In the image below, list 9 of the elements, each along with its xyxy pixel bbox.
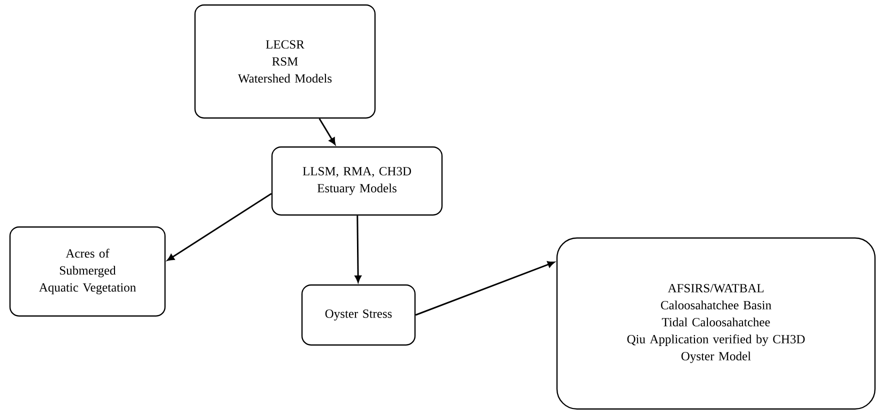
process-box: Acres of Submerged Aquatic Vegetation	[9, 226, 166, 317]
process-box: AFSIRS/WATBAL Caloosahatchee Basin Tidal Caloosahatchee Qiu Application verified by CH3D Oyster Model	[556, 237, 876, 410]
arrow	[354, 216, 362, 282]
arrow	[415, 261, 555, 316]
arrow	[167, 192, 272, 261]
process-box: LLSM, RMA, CH3D Estuary Models	[271, 146, 443, 216]
process-box: Oyster Stress	[301, 284, 416, 346]
process-box: LECSR RSM Watershed Models	[194, 4, 376, 119]
arrow	[318, 118, 336, 145]
